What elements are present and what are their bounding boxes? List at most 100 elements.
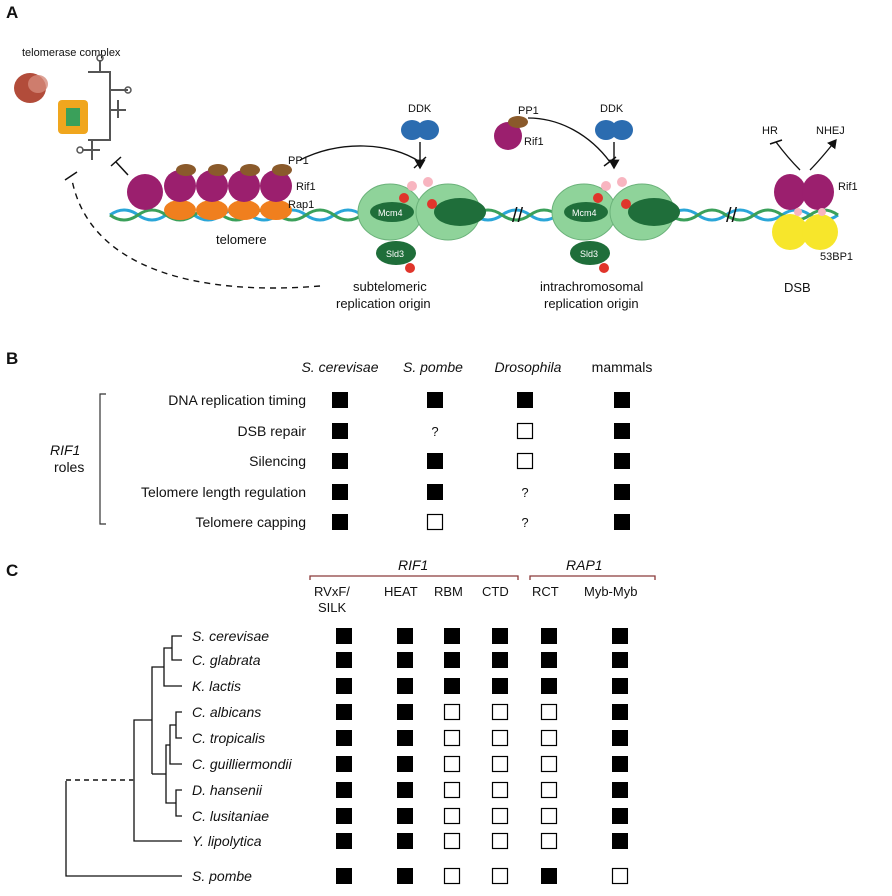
panel-c-cell-filled-square [612,628,628,644]
panel-b-row-label: DSB repair [238,423,307,439]
panel-b-column-header: Drosophila [495,359,562,375]
panel-b-cell-empty-square [516,452,534,470]
panel-b-cell-filled-square [332,423,348,439]
panel-b-row-label: Telomere capping [195,514,306,530]
panel-b-column-header: S. cerevisae [301,359,378,375]
panel-c-cell-empty-square [443,867,461,885]
panel-b-cell-empty-square [426,513,444,531]
panel-c-cell-filled-square [444,652,460,668]
panel-c-cell-filled-square [336,652,352,668]
panel-c-cell-empty-square [540,729,558,747]
panel-c-cell-empty-square [491,867,509,885]
panel-c-cell-filled-square [612,678,628,694]
panel-c-cell-filled-square [336,756,352,772]
rap1-group-label: RAP1 [566,557,603,573]
panel-b-cell-unknown-mark: ? [431,424,438,439]
panel-c-cell-filled-square [612,704,628,720]
rif1-side-label: RIF1 [50,442,80,458]
panel-c-cell-filled-square [397,628,413,644]
roles-side-label: roles [54,459,84,475]
telomere-protein-complex [127,164,292,220]
panel-c-cell-filled-square [336,868,352,884]
panel-c-cell-filled-square [612,782,628,798]
panel-c-cell-filled-square [612,652,628,668]
panel-c-cell-filled-square [397,808,413,824]
pp1-mid-label: PP1 [518,105,539,117]
panel-c-cell-filled-square [336,678,352,694]
col-ctd: CTD [482,584,509,599]
panel-c-cell-empty-square [540,807,558,825]
panel-b-row-label: Telomere length regulation [141,484,306,500]
panel-c-cell-filled-square [336,808,352,824]
mcm-complex-subtelomeric [357,177,486,273]
panel-c-cell-empty-square [443,755,461,773]
col-heat: HEAT [384,584,418,599]
panel-c-cell-empty-square [540,703,558,721]
subtelomeric-line1: subtelomeric [353,279,427,294]
panel-c-cell-filled-square [397,833,413,849]
panel-b-cell-filled-square [614,514,630,530]
dna-break-1: // [512,205,524,227]
rif1-mid-label: Rif1 [524,136,544,148]
panel-b-column-header: mammals [592,359,653,375]
panel-c-cell-empty-square [443,703,461,721]
panel-c-cell-filled-square [541,678,557,694]
col-rvxf-line2: SILK [318,600,347,615]
panel-c-cell-empty-square [491,781,509,799]
sld3-2-label: Sld3 [580,249,598,259]
panel-b-cell-filled-square [332,484,348,500]
panel-c-cell-filled-square [492,652,508,668]
panel-c-cell-filled-square [444,678,460,694]
col-rvxf-line1: RVxF/ [314,584,350,599]
panel-b-cell-unknown-mark: ? [521,485,528,500]
panel-c-cell-empty-square [540,832,558,850]
panel-b-label: B [6,349,18,368]
panel-c-label: C [6,561,18,580]
panel-c-cell-empty-square [491,807,509,825]
panel-b-row-label: DNA replication timing [168,392,306,408]
species-label: K. lactis [192,678,241,694]
species-label: C. albicans [192,704,261,720]
panel-b-cell-filled-square [427,392,443,408]
panel-c-cell-filled-square [612,730,628,746]
species-label: D. hansenii [192,782,263,798]
dna-break-2: // [726,205,738,227]
species-label: S. cerevisae [192,628,269,644]
panel-b-cell-empty-square [516,422,534,440]
panel-a-label: A [6,3,18,22]
hr-label: HR [762,125,778,137]
panel-c-cell-empty-square [443,729,461,747]
nhej-label: NHEJ [816,125,845,137]
species-label: C. guilliermondii [192,756,292,772]
panel-b-cell-filled-square [427,484,443,500]
panel-c-cell-filled-square [397,782,413,798]
rap1-label: Rap1 [288,199,314,211]
panel-b-cell-filled-square [517,392,533,408]
pp1-inhibition-arrow [299,145,421,163]
sld3-1-label: Sld3 [386,249,404,259]
panel-c-cell-filled-square [336,833,352,849]
rif1-53bp1-complex [772,174,838,250]
panel-c-cell-empty-square [443,832,461,850]
panel-b-cell-unknown-mark: ? [521,515,528,530]
mcm4-1-label: Mcm4 [378,208,403,218]
telomerase-complex-icon [14,54,132,160]
panel-c-cell-empty-square [611,867,629,885]
rap1-group-bracket [529,575,656,580]
phylogenetic-tree [65,635,182,877]
intrachromosomal-line1: intrachromosomal [540,279,643,294]
panel-c-cell-filled-square [397,652,413,668]
panel-b-bracket [99,393,106,525]
panel-c-cell-filled-square [397,704,413,720]
rif1-group-label: RIF1 [398,557,428,573]
panel-b-cell-filled-square [332,392,348,408]
panel-c-cell-filled-square [336,782,352,798]
panel-b-cell-filled-square [427,453,443,469]
species-label: C. lusitaniae [192,808,269,824]
ddk-1-label: DDK [408,103,432,115]
ddk-protein-1 [401,120,439,140]
panel-b-cell-filled-square [332,514,348,530]
subtelomeric-line2: replication origin [336,296,431,311]
telomerase-complex-label: telomerase complex [22,47,121,59]
